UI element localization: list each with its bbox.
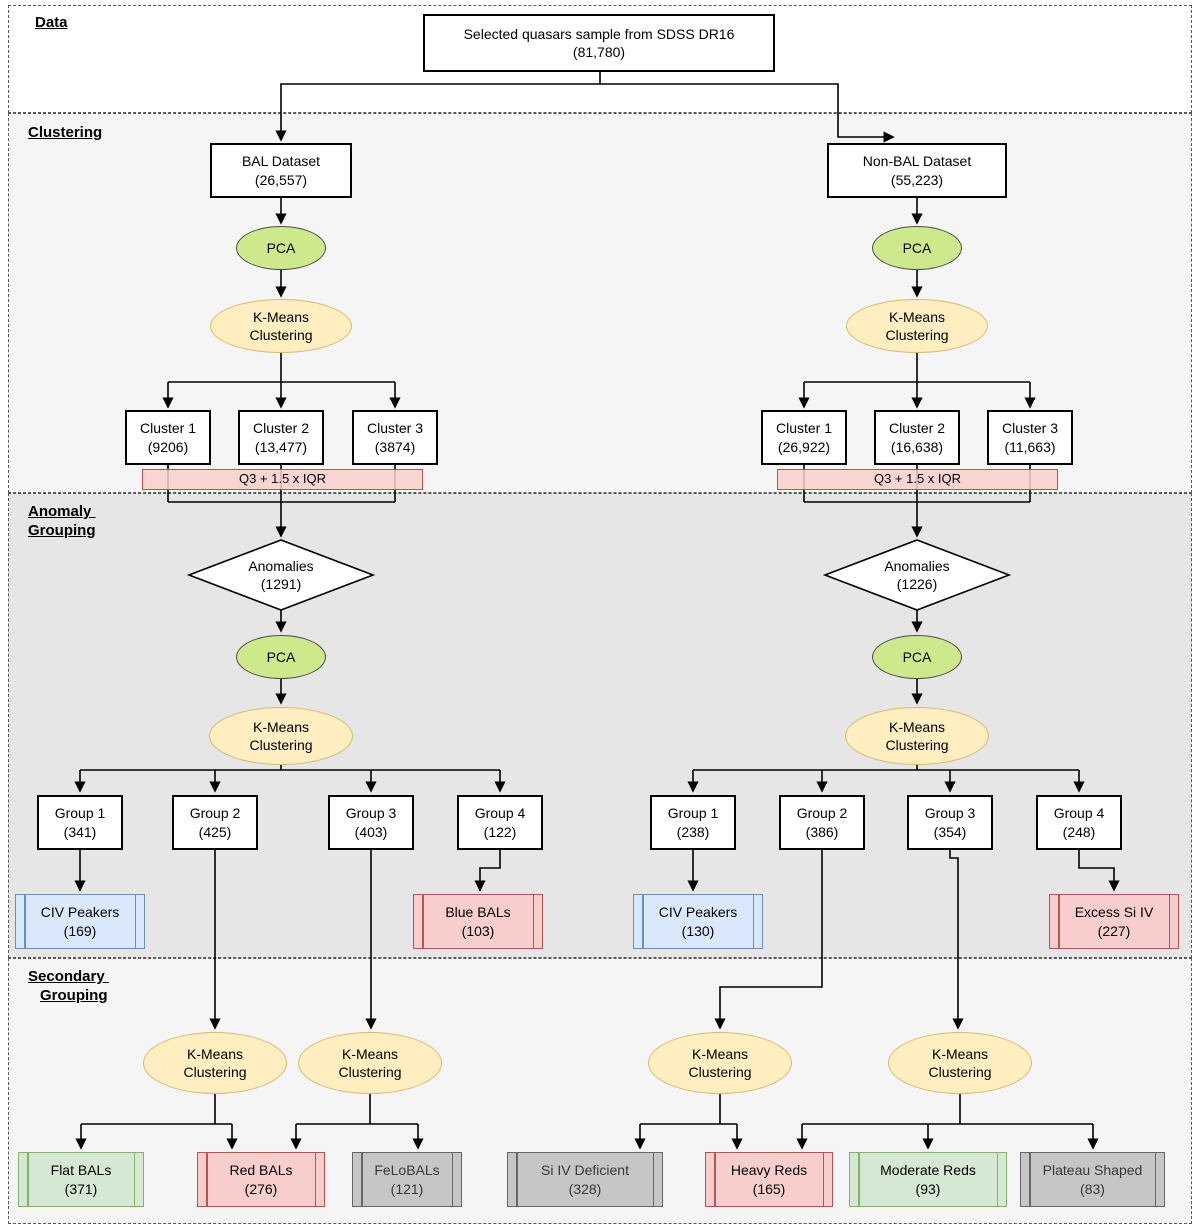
node-nonbal-cluster-2: Cluster 2 (16,638) bbox=[874, 410, 960, 465]
node-pca-bal-anomaly: PCA bbox=[236, 635, 326, 679]
node-nonbal-anomalies: Anomalies (1226) bbox=[884, 557, 950, 592]
node-moderate-reds: Moderate Reds (93) bbox=[849, 1152, 1007, 1207]
node-heavy-reds: Heavy Reds (165) bbox=[705, 1152, 833, 1207]
node-pca-bal: PCA bbox=[236, 226, 326, 270]
node-nonbal-cluster-3: Cluster 3 (11,663) bbox=[987, 410, 1073, 465]
edge-secondary-split-a bbox=[81, 1094, 232, 1125]
node-si-iv-deficient: Si IV Deficient (328) bbox=[507, 1152, 663, 1207]
node-blue-bals: Blue BALs (103) bbox=[413, 894, 543, 949]
edge-root-to-bal bbox=[275, 72, 601, 142]
edge-secondary-split-b bbox=[296, 1094, 418, 1125]
node-nonbal-group-3: Group 3 (354) bbox=[907, 795, 993, 850]
diamond-nonbal-anomalies bbox=[822, 539, 1012, 611]
node-pca-nonbal-anomaly: PCA bbox=[872, 635, 962, 679]
section-label-data: Data bbox=[35, 14, 68, 31]
node-nonbal-group-1: Group 1 (238) bbox=[650, 795, 736, 850]
node-bal-cluster-2: Cluster 2 (13,477) bbox=[238, 410, 324, 465]
node-kmeans-nonbal-anomaly: K-Means Clustering bbox=[845, 707, 989, 765]
node-root-sample: Selected quasars sample from SDSS DR16 (… bbox=[423, 14, 775, 72]
edge-nonbal-anomaly-kmeans-split bbox=[693, 765, 1079, 771]
node-kmeans-bal: K-Means Clustering bbox=[210, 299, 352, 353]
node-civ-peakers-bal: CIV Peakers (169) bbox=[15, 894, 145, 949]
edge-secondary-split-c bbox=[640, 1094, 737, 1125]
node-bal-group-4: Group 4 (122) bbox=[457, 795, 543, 850]
node-nonbal-group-2: Group 2 (386) bbox=[779, 795, 865, 850]
node-secondary-kmeans-d: K-Means Clustering bbox=[888, 1032, 1032, 1094]
section-label-anomaly-grouping: Anomaly Grouping bbox=[28, 503, 96, 539]
node-bal-anomalies: Anomalies (1291) bbox=[248, 557, 314, 592]
diamond-bal-anomalies bbox=[186, 539, 376, 611]
node-iqr-rule-nonbal: Q3 + 1.5 x IQR bbox=[777, 469, 1058, 490]
node-red-bals: Red BALs (276) bbox=[197, 1152, 325, 1207]
node-secondary-kmeans-a: K-Means Clustering bbox=[143, 1032, 287, 1094]
node-plateau-shaped: Plateau Shaped (83) bbox=[1020, 1152, 1165, 1207]
node-kmeans-bal-anomaly: K-Means Clustering bbox=[209, 707, 353, 765]
node-nonbal-dataset: Non-BAL Dataset (55,223) bbox=[827, 143, 1007, 198]
node-bal-group-3: Group 3 (403) bbox=[328, 795, 414, 850]
node-bal-cluster-1: Cluster 1 (9206) bbox=[125, 410, 211, 465]
node-bal-group-2: Group 2 (425) bbox=[172, 795, 258, 850]
node-pca-nonbal: PCA bbox=[872, 226, 962, 270]
node-felobals: FeLoBALs (121) bbox=[352, 1152, 462, 1207]
node-nonbal-cluster-1: Cluster 1 (26,922) bbox=[761, 410, 847, 465]
edge-bal-anomaly-kmeans-split bbox=[80, 765, 500, 771]
edge-group2-to-secondary-kmeans-c bbox=[714, 850, 823, 1030]
node-nonbal-group-4: Group 4 (248) bbox=[1036, 795, 1122, 850]
node-secondary-kmeans-b: K-Means Clustering bbox=[298, 1032, 442, 1094]
edge-group4-to-excess-siiv bbox=[1078, 850, 1120, 892]
edge-secondary-split-d bbox=[802, 1094, 1093, 1125]
node-bal-dataset: BAL Dataset (26,557) bbox=[210, 143, 352, 198]
node-civ-peakers-nonbal: CIV Peakers (130) bbox=[633, 894, 763, 949]
edge-group3-to-secondary-kmeans-d bbox=[949, 850, 964, 1030]
node-iqr-rule-bal: Q3 + 1.5 x IQR bbox=[142, 469, 423, 490]
node-bal-group-1: Group 1 (341) bbox=[37, 795, 123, 850]
edge-root-to-nonbal bbox=[600, 83, 895, 143]
node-secondary-kmeans-c: K-Means Clustering bbox=[648, 1032, 792, 1094]
node-kmeans-nonbal: K-Means Clustering bbox=[846, 299, 988, 353]
node-flat-bals: Flat BALs (371) bbox=[18, 1152, 144, 1207]
node-bal-cluster-3: Cluster 3 (3874) bbox=[352, 410, 438, 465]
section-label-secondary-grouping: Secondary Grouping bbox=[28, 968, 109, 1004]
edge-group4-to-blue-bals bbox=[474, 850, 501, 892]
node-excess-si-iv: Excess Si IV (227) bbox=[1049, 894, 1179, 949]
section-label-clustering: Clustering bbox=[28, 124, 103, 141]
